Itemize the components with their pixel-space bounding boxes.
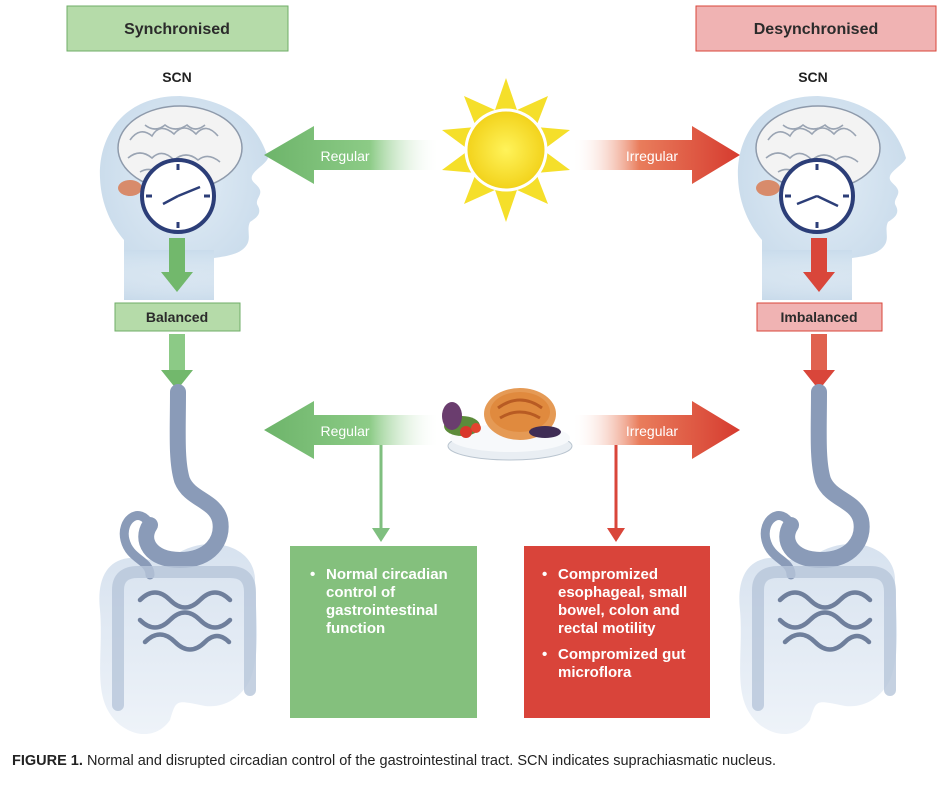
head-left xyxy=(99,96,268,305)
arrow-light-irregular: Irregular xyxy=(572,126,740,184)
desynchronised-title-box: Desynchronised xyxy=(695,5,937,52)
food-plate-icon xyxy=(442,388,573,461)
arrow-balanced-to-gut xyxy=(161,334,193,390)
synchronised-title: Synchronised xyxy=(124,21,230,38)
imbalanced-box: Imbalanced xyxy=(756,302,883,332)
arrow-imbalanced-to-gut xyxy=(803,334,835,390)
arrow-head-to-balanced xyxy=(161,238,193,292)
balanced-box: Balanced xyxy=(114,302,241,332)
balanced-label: Balanced xyxy=(146,309,208,325)
arrow-light-regular: Regular xyxy=(264,126,440,184)
desynchronised-title: Desynchronised xyxy=(754,21,878,38)
arrow-light-irregular-label: Irregular xyxy=(626,148,678,164)
connector-irregular xyxy=(607,445,625,542)
gi-tract-right xyxy=(739,384,898,735)
scn-label-left: SCN xyxy=(162,69,192,85)
arrow-food-regular-label: Regular xyxy=(320,423,369,439)
arrow-food-regular: Regular xyxy=(264,401,440,459)
clock-icon-right xyxy=(779,158,855,234)
outcome-compromised-item: Compromized esophageal, small bowel, col… xyxy=(542,566,706,638)
outcome-normal-text: Normal circadian control of gastrointest… xyxy=(308,566,468,646)
outcome-compromised-item: Compromized gut microflora xyxy=(542,646,706,682)
gi-tract-left xyxy=(99,384,258,735)
figure-caption: FIGURE 1. Normal and disrupted circadian… xyxy=(12,753,776,769)
brain-right xyxy=(755,105,881,196)
arrow-head-to-imbalanced xyxy=(803,238,835,292)
arrow-food-irregular-label: Irregular xyxy=(626,423,678,439)
arrow-food-irregular: Irregular xyxy=(572,401,740,459)
caption-text: Normal and disrupted circadian control o… xyxy=(86,753,777,769)
arrow-light-regular-label: Regular xyxy=(320,148,369,164)
outcome-compromised-text: Compromized esophageal, small bowel, col… xyxy=(540,566,706,690)
clock-icon-left xyxy=(140,158,216,234)
sun-icon xyxy=(442,78,570,222)
connector-regular xyxy=(372,445,390,542)
outcome-normal-item: Normal circadian control of gastrointest… xyxy=(310,566,468,638)
imbalanced-label: Imbalanced xyxy=(780,309,857,325)
scn-label-right: SCN xyxy=(798,69,828,85)
synchronised-title-box: Synchronised xyxy=(66,5,289,52)
caption-label: FIGURE 1. xyxy=(12,753,83,769)
head-right xyxy=(737,96,906,305)
